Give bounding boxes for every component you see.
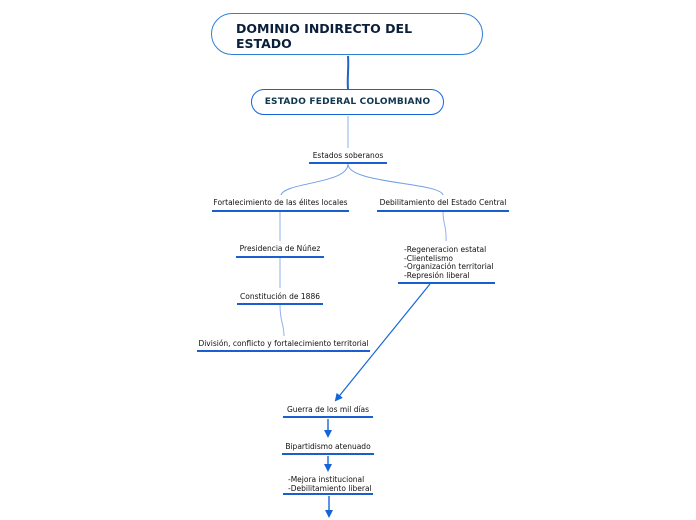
node-division[interactable]: División, conflicto y fortalecimiento te… [198,339,369,348]
node-bipartidismo[interactable]: Bipartidismo atenuado [285,442,371,451]
node-debilitamiento[interactable]: Debilitamiento del Estado Central [379,198,507,207]
arrow-regeneracion-guerra [334,283,431,402]
node-regeneracion[interactable]: -Regeneracion estatal -Clientelismo -Org… [404,245,494,280]
connector-root-main [346,55,350,90]
root-topic[interactable]: DOMINIO INDIRECTO DEL ESTADO [211,13,483,55]
connector-estados-debilitamiento [347,163,444,196]
main-topic-title: ESTADO FEDERAL COLOMBIANO [264,97,431,107]
node-guerra[interactable]: Guerra de los mil días [286,405,370,414]
main-topic[interactable]: ESTADO FEDERAL COLOMBIANO [251,89,444,115]
root-topic-title: DOMINIO INDIRECTO DEL ESTADO [236,21,413,51]
connector-debilitamiento-regeneracion [442,211,447,242]
node-constitucion[interactable]: Constitución de 1886 [240,292,320,301]
connector-estados-fortalecimiento [280,163,349,196]
node-mejora[interactable]: -Mejora institucional -Debilitamiento li… [288,475,372,493]
node-fortalecimiento[interactable]: Fortalecimiento de las élites locales [213,198,348,207]
node-presidencia[interactable]: Presidencia de Núñez [239,244,321,253]
connector-constitucion-division [279,304,285,337]
node-estados-soberanos[interactable]: Estados soberanos [312,151,384,160]
